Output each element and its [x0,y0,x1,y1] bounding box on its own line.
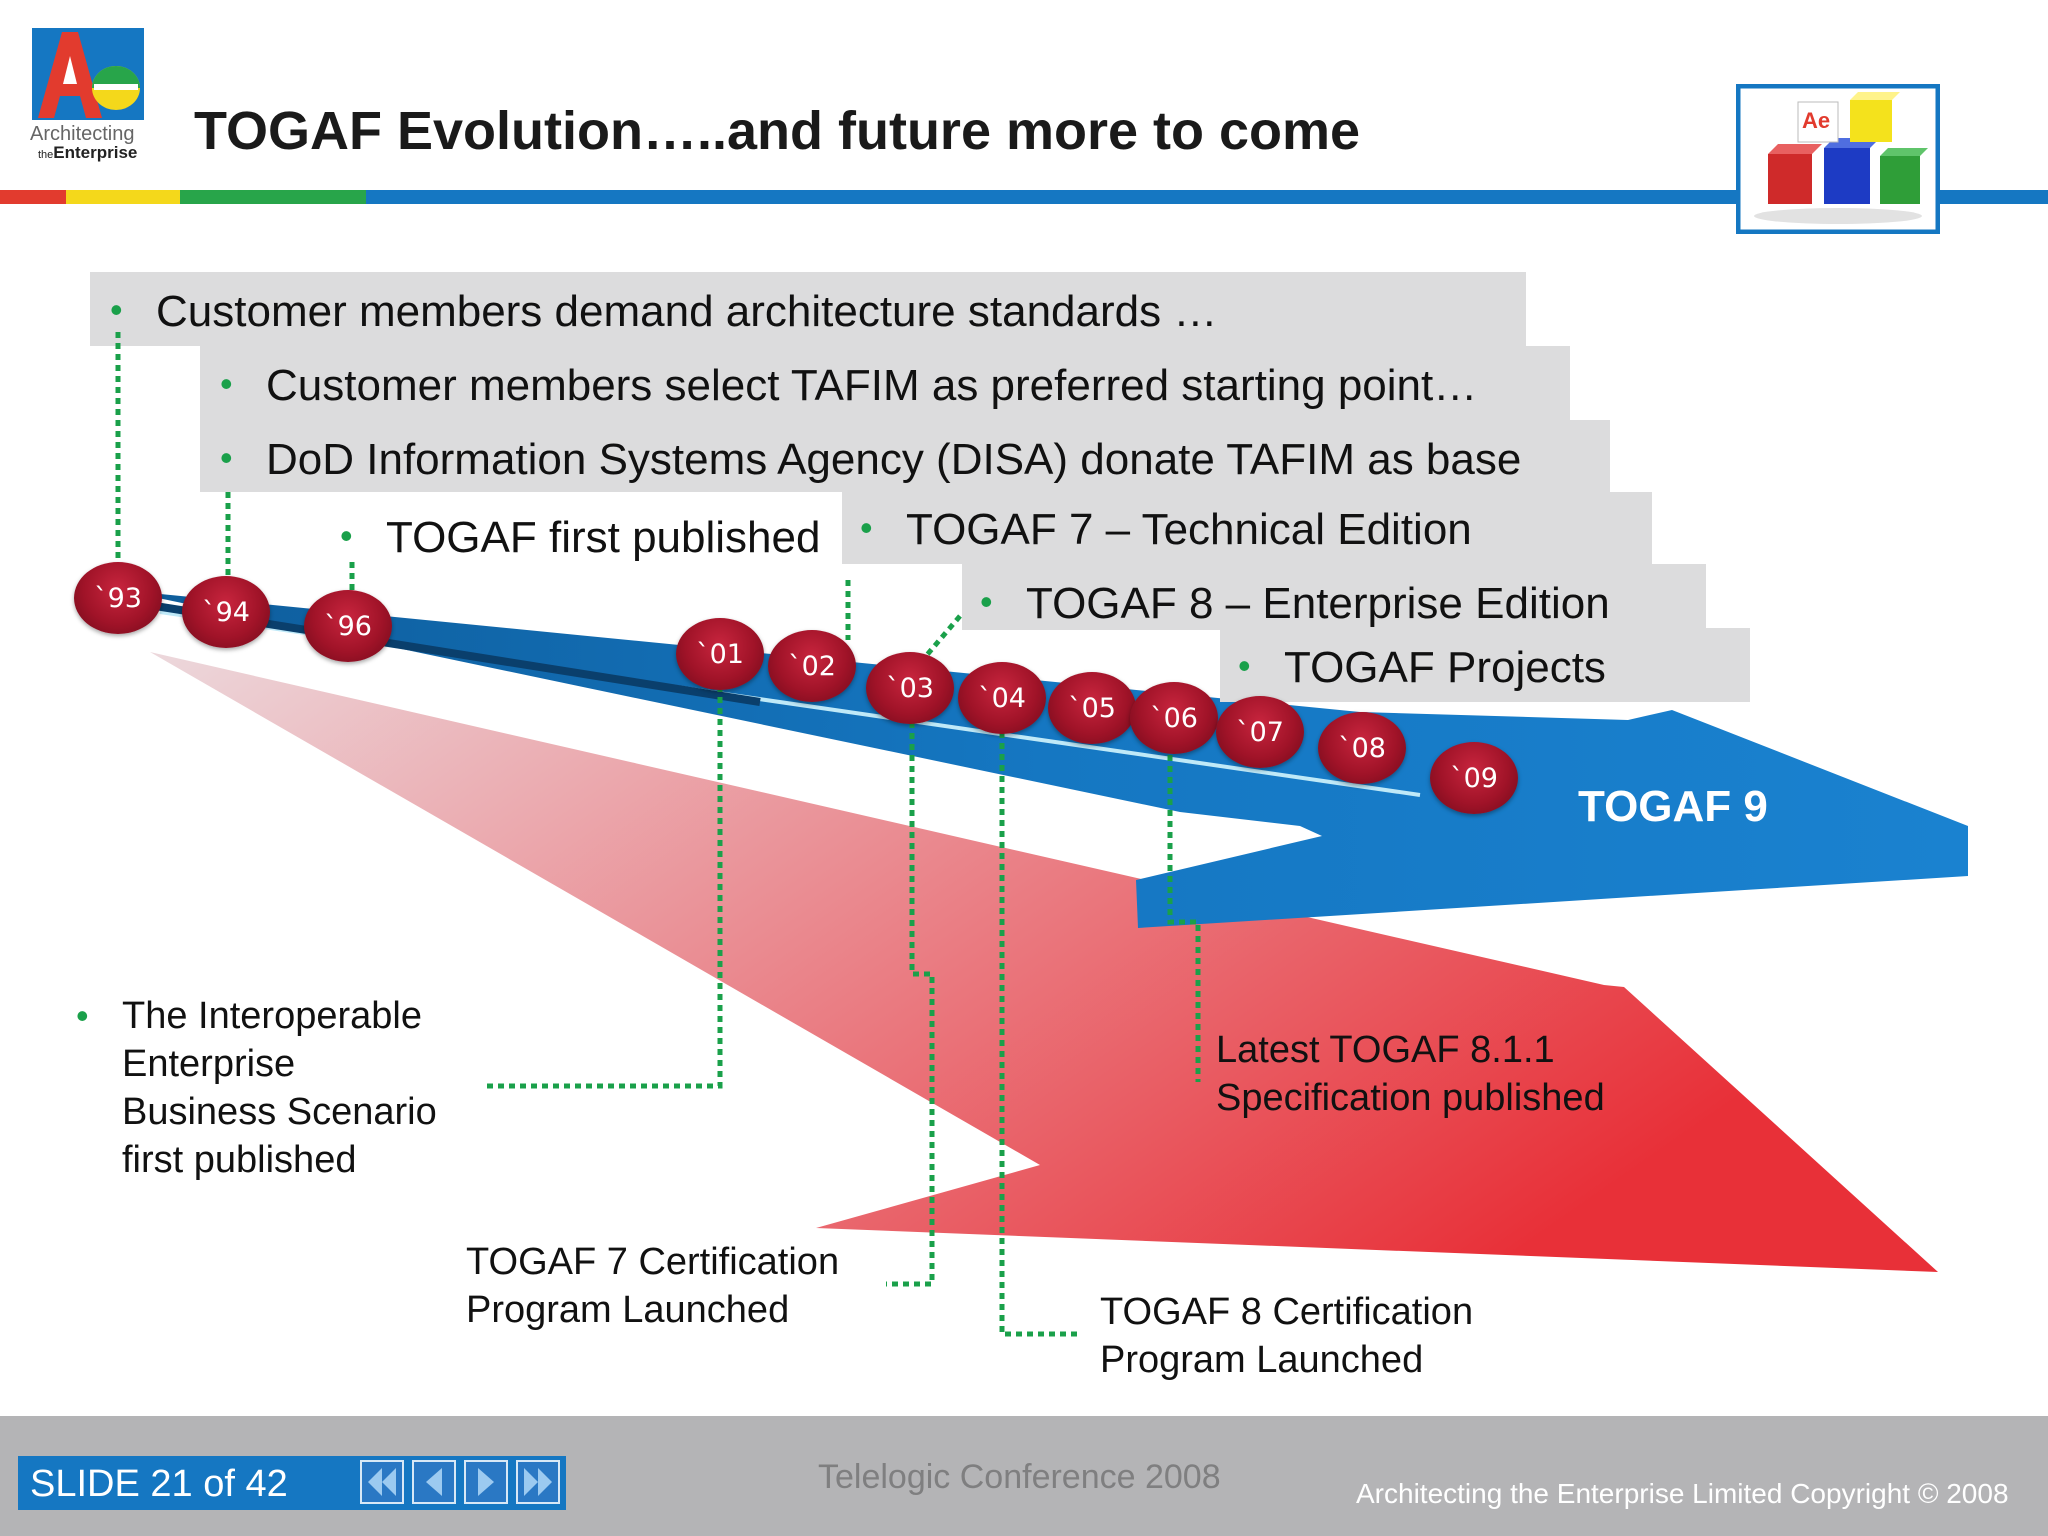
milestone-togaf8: TOGAF 8 – Enterprise Edition [1026,579,1610,628]
note-line: Program Launched [466,1289,790,1331]
year-marker: `01 [676,618,764,690]
ae-logo-icon [32,28,144,120]
connector-06 [1167,744,1201,1082]
year-marker: `07 [1216,696,1304,768]
milestone-customer-demand: Customer members demand architecture sta… [156,287,1218,336]
year-label: `07 [1236,716,1284,748]
year-marker: `02 [768,630,856,702]
logo-text-the: the [38,149,54,161]
svg-text:Ae: Ae [1802,108,1830,133]
connector-01 [484,686,723,1089]
year-label: `03 [886,672,934,704]
year-label: `94 [202,596,250,628]
page-title: TOGAF Evolution…..and future more to com… [194,101,1361,161]
note-line: Enterprise [122,1043,296,1085]
note-line: The Interoperable [122,995,422,1037]
logo-text-enterprise-word: Enterprise [53,143,138,162]
year-marker: `93 [74,562,162,634]
connector-03-top [924,614,962,658]
previous-slide-button[interactable] [412,1460,456,1504]
year-label: `96 [324,610,372,642]
last-slide-icon [524,1468,552,1496]
bullet-icon: • [1238,645,1251,686]
year-marker: `03 [866,652,954,724]
year-label: `05 [1068,692,1116,724]
milestone-bar-demand [90,272,1526,346]
next-slide-button[interactable] [464,1460,508,1504]
header-stripe [0,190,2048,204]
connector-03 [886,722,935,1287]
first-slide-icon [368,1468,396,1496]
bullet-icon: • [110,289,123,330]
previous-slide-icon [426,1468,442,1496]
milestone-bar-select [200,346,1570,420]
note-line: Business Scenario [122,1091,437,1133]
bullet-icon: • [340,515,353,556]
note-latest-spec: Latest TOGAF 8.1.1 Specification publish… [1216,1026,1605,1122]
year-marker: `09 [1430,742,1518,814]
conference-label: Telelogic Conference 2008 [818,1458,1221,1496]
note-togaf8-certification: TOGAF 8 Certification Program Launched [1100,1288,1473,1384]
note-line: first published [122,1139,357,1181]
year-marker: `06 [1130,682,1218,754]
year-marker: `04 [958,662,1046,734]
note-line: TOGAF 7 Certification [466,1241,840,1283]
last-slide-button[interactable] [516,1460,560,1504]
red-growth-arrow [150,652,1938,1272]
logo-text-enterprise: theEnterprise [38,143,137,163]
logo-text-architecting: Architecting [30,123,135,145]
next-slide-icon [478,1468,494,1496]
colored-cubes-icon: Ae [1736,84,1940,234]
year-marker: `08 [1318,712,1406,784]
milestone-bar-togaf8 [962,564,1706,630]
year-marker: `94 [182,576,270,648]
year-label: `01 [696,638,744,670]
note-togaf7-certification: TOGAF 7 Certification Program Launched [466,1238,839,1334]
bullet-icon: • [980,581,993,622]
copyright-label: Architecting the Enterprise Limited Copy… [1356,1478,2009,1509]
stripe-yellow [66,190,180,204]
year-label: `09 [1450,762,1498,794]
stripe-blue [366,190,2048,204]
milestone-projects: TOGAF Projects [1284,643,1606,692]
year-label: `93 [94,582,142,614]
note-line: Latest TOGAF 8.1.1 [1216,1029,1555,1071]
year-label: `06 [1150,702,1198,734]
stripe-red [0,190,66,204]
note-line: Program Launched [1100,1339,1424,1381]
note-interoperable: The Interoperable Enterprise Business Sc… [122,992,437,1184]
milestone-bar-projects [1220,628,1750,702]
year-label: `08 [1338,732,1386,764]
year-marker: `05 [1048,672,1136,744]
bullet-icon: • [860,507,873,548]
note-line: Specification published [1216,1077,1605,1119]
year-marker: `96 [304,590,392,662]
first-slide-button[interactable] [360,1460,404,1504]
togaf9-label: TOGAF 9 [1578,782,1768,831]
year-label: `02 [788,650,836,682]
milestone-disa-donate: DoD Information Systems Agency (DISA) do… [266,435,1522,484]
connector-04 [999,732,1080,1337]
year-label: `04 [978,682,1026,714]
milestone-select-tafim: Customer members select TAFIM as preferr… [266,361,1478,410]
milestone-bar-disa [200,420,1610,492]
bullet-icon: • [220,363,233,404]
stripe-green [180,190,366,204]
bullet-icon: • [220,437,233,478]
milestone-togaf7: TOGAF 7 – Technical Edition [906,505,1472,554]
bullet-icon: • [76,995,89,1036]
milestone-bar-togaf7 [842,492,1652,564]
note-line: TOGAF 8 Certification [1100,1291,1474,1333]
milestone-first-published: TOGAF first published [386,513,821,562]
slide-counter-label: SLIDE 21 of 42 [30,1463,288,1505]
